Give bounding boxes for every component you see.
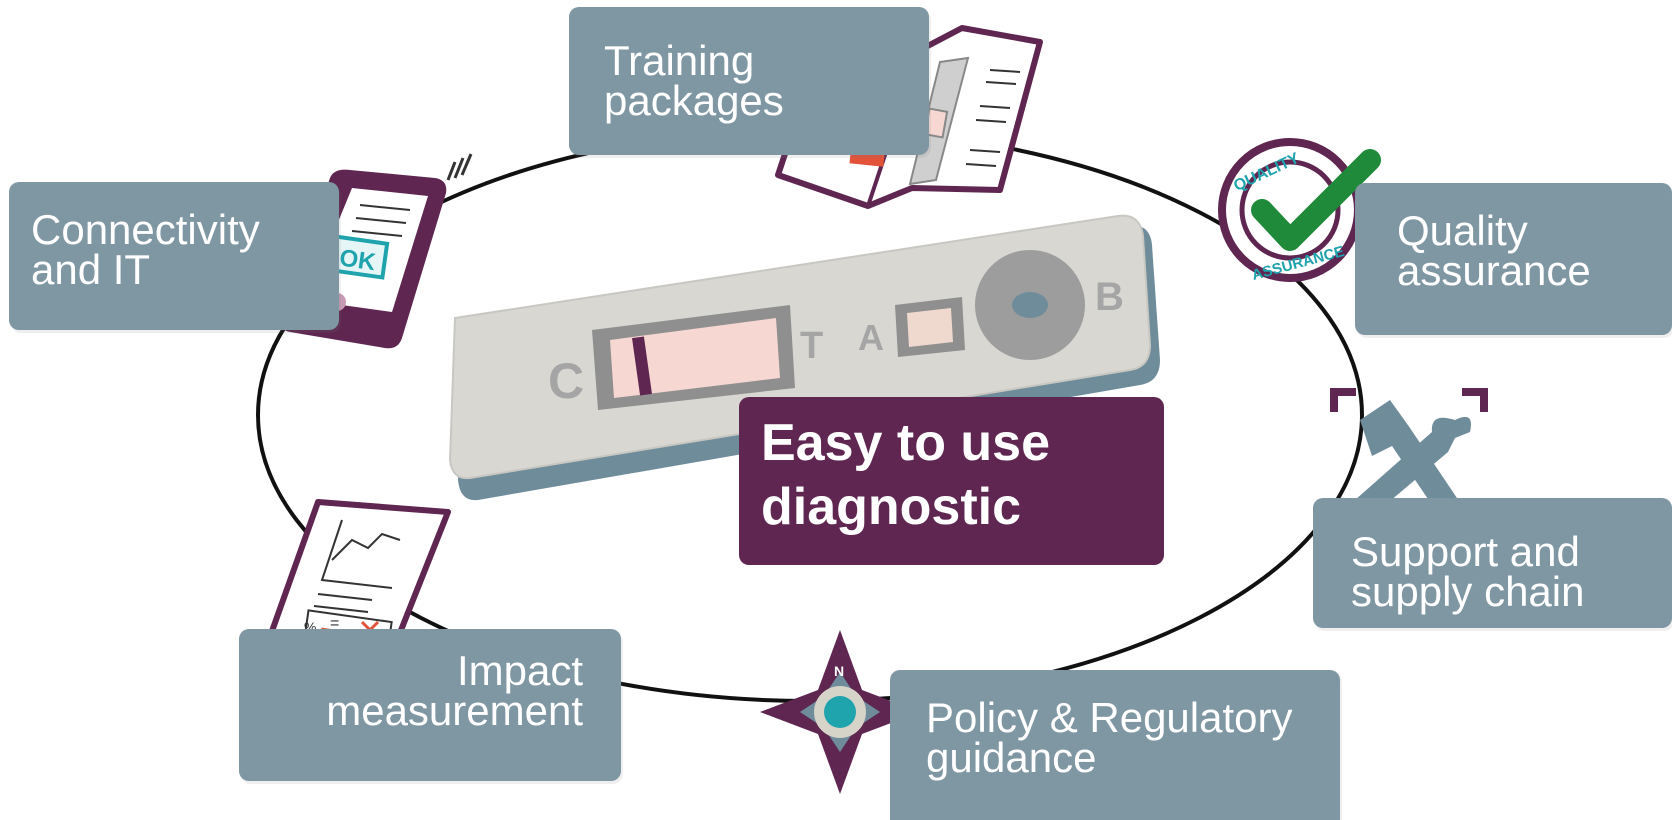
label-connectivity: Connectivity and IT (9, 182, 339, 330)
cassette-letter-a: A (858, 317, 884, 358)
label-support-line1: Support and (1351, 528, 1580, 575)
test-cassette-illustration: C T A B (448, 214, 1160, 501)
cassette-letter-c: C (548, 353, 584, 409)
label-quality-line2: assurance (1397, 247, 1591, 294)
center-easy-diagnostic: Easy to use diagnostic (739, 397, 1164, 565)
label-connectivity-line2: and IT (31, 246, 151, 293)
cassette-letter-t: T (800, 325, 823, 367)
label-training-line2: packages (604, 77, 784, 124)
phone-ok-text: OK (338, 244, 378, 276)
compass-icon: N (760, 630, 920, 794)
report-equals: = (330, 615, 339, 632)
label-policy-regulatory: Policy & Regulatory guidance (890, 670, 1340, 820)
label-impact-line2: measurement (326, 687, 583, 734)
compass-n: N (834, 663, 844, 679)
label-impact-measurement: Impact measurement (239, 629, 621, 781)
cassette-letter-b: B (1095, 275, 1124, 319)
center-line1: Easy to use (761, 414, 1051, 472)
label-policy-line2: guidance (926, 734, 1097, 781)
label-support-line2: supply chain (1351, 568, 1585, 615)
label-quality-assurance: Quality assurance (1355, 183, 1672, 335)
label-training-packages: Training packages (569, 7, 929, 155)
label-policy-line1: Policy & Regulatory (926, 694, 1293, 741)
label-impact-line1: Impact (456, 647, 583, 694)
quality-stamp-icon: QUALITY ASSURANCE (1218, 138, 1381, 284)
label-training-line1: Training (604, 37, 755, 84)
label-support-supply-chain: Support and supply chain (1313, 498, 1672, 628)
label-quality-line1: Quality (1397, 207, 1528, 254)
label-connectivity-line1: Connectivity (31, 206, 260, 253)
center-line2: diagnostic (761, 478, 1022, 536)
